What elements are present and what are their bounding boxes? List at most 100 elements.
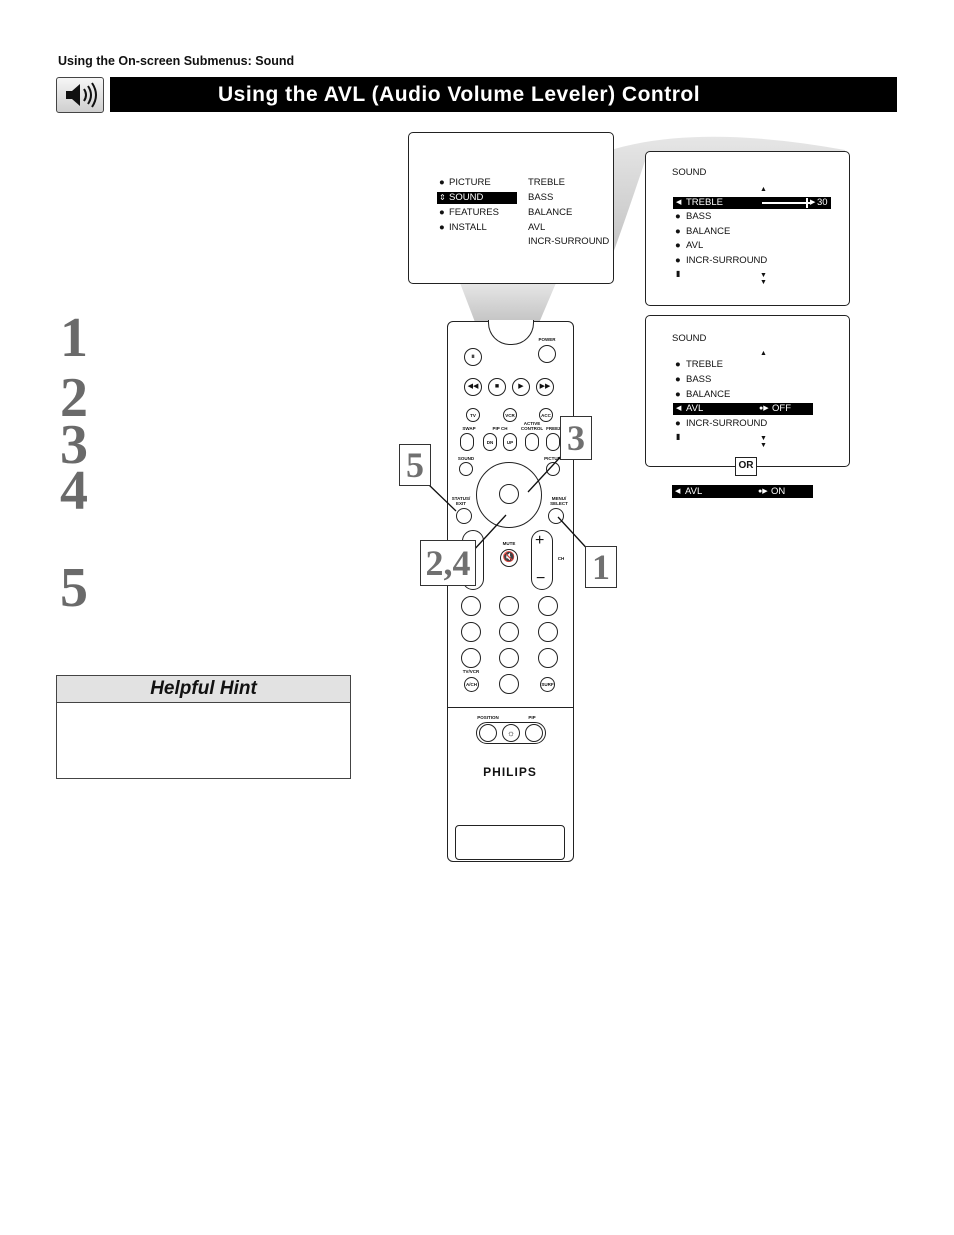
left-arrow-icon: ◀ [675,488,681,495]
digit-1-button[interactable] [461,596,481,616]
step-number-1: 1 [60,307,88,369]
scroll-indicator-icon: ▮ [676,269,681,278]
position-label: POSITION [477,715,499,720]
dn-label: DN [486,440,494,445]
right-arrow-icon: ▶ [810,199,816,206]
surf-button[interactable]: SURF [540,677,555,692]
menu-bullet: ● [439,222,445,233]
center-button[interactable] [499,484,519,504]
pip-ch-label: PIP CH [492,426,508,431]
avl-on-value: ON [771,486,786,497]
swap-button[interactable] [460,433,474,451]
swap-label: SWAP [462,426,476,431]
position-button[interactable] [479,724,497,742]
toggle-arrow-icon: ●▶ [759,405,769,412]
tv-button[interactable]: TV [466,408,480,422]
digit-6-button[interactable] [538,622,558,642]
down-arrow-icon: ▼▼ [760,272,767,286]
fast-forward-button[interactable]: ▶▶ [536,378,554,396]
sound-item-incr-surround: INCR-SURROUND [686,255,768,266]
digit-3-button[interactable] [538,596,558,616]
pip-ch-up-button[interactable]: UP [503,433,517,451]
digit-2-button[interactable] [499,596,519,616]
sound-item-balance: BALANCE [686,389,731,400]
freeze-button[interactable] [546,433,560,451]
a-ch-button[interactable]: A/CH [464,677,479,692]
callout-step-3: 3 [560,416,592,460]
tv-vcr-label: TV/VCR [462,669,480,674]
tv-label: TV [470,413,476,418]
pause-button[interactable]: ⏸ [464,348,482,366]
active-control-button[interactable] [525,433,539,451]
helpful-hint-box: Helpful Hint [56,675,351,779]
sound-item-bass: BASS [686,211,712,222]
digit-4-button[interactable] [461,622,481,642]
active-control-label: ACTIVE CONTROL [520,421,544,431]
up-arrow-icon: ▲ [760,350,767,357]
sound-button[interactable] [459,462,473,476]
helpful-hint-title: Helpful Hint [57,676,350,703]
power-button[interactable] [538,345,556,363]
pip-button[interactable] [525,724,543,742]
submenu-item-treble: TREBLE [528,177,565,188]
vcr-button[interactable]: VCR [503,408,517,422]
vcr-label: VCR [505,413,515,418]
step-number-5: 5 [60,557,88,619]
menu-item-install: INSTALL [449,222,487,233]
play-button[interactable]: ▶ [512,378,530,396]
status-exit-button[interactable] [456,508,472,524]
pip-light-button[interactable]: ☼ [502,724,520,742]
avl-on-label: AVL [685,486,703,497]
sound-item-avl: AVL [686,240,704,251]
remote-control: POWER ⏸ ◀◀ ■ ▶ ▶▶ TV VCR ACC SWAP PIP CH… [447,320,574,862]
step-number-4: 4 [60,460,88,522]
left-arrow-icon: ◀ [676,405,682,412]
mute-button[interactable]: 🔇 [500,549,518,567]
menu-bullet: ● [675,211,681,222]
treble-value: 30 [817,197,828,208]
stop-button[interactable]: ■ [488,378,506,396]
updown-arrow-icon: ⇕ [439,193,446,202]
digit-0-button[interactable] [499,674,519,694]
channel-rocker[interactable]: + − [531,530,553,590]
sound-menu-title: SOUND [672,167,707,178]
callout-step-2-4: 2,4 [420,540,476,586]
avl-highlight-bar [673,403,813,415]
pip-ch-down-button[interactable]: DN [483,433,497,451]
rewind-button[interactable]: ◀◀ [464,378,482,396]
menu-bullet: ● [439,207,445,218]
sound-item-balance: BALANCE [686,226,731,237]
digit-9-button[interactable] [538,648,558,668]
surf-label: SURF [541,682,554,687]
navigation-ring[interactable] [476,462,542,528]
treble-slider-thumb [806,198,808,208]
step-number-3: 3 [60,414,88,476]
menu-item-sound-highlighted: SOUND [437,192,517,204]
sound-item-treble: TREBLE [686,359,723,370]
up-label: UP [506,440,514,445]
sound-item-bass: BASS [686,374,712,385]
acc-button[interactable]: ACC [539,408,553,422]
digit-7-button[interactable] [461,648,481,668]
menu-bullet: ● [675,240,681,251]
submenu-item-balance: BALANCE [528,207,573,218]
picture-label: PICTURE [544,456,564,461]
left-arrow-icon: ◀ [676,199,682,206]
menu-bullet: ● [675,226,681,237]
treble-label: TREBLE [686,197,723,208]
or-label: OR [735,457,757,476]
menu-bullet: ● [675,255,681,266]
step-number-2: 2 [60,367,88,429]
callout-step-5: 5 [399,444,431,486]
submenu-item-avl: AVL [528,222,546,233]
avl-on-bar: ◀ AVL ●▶ ON [672,485,813,498]
digit-8-button[interactable] [499,648,519,668]
picture-button[interactable] [546,462,560,476]
digit-5-button[interactable] [499,622,519,642]
section-label: Using the On-screen Submenus: Sound [58,54,295,68]
sound-menu-screen-treble: SOUND ▲ ◀ TREBLE ▶ 30 ● BASS ● BALANCE ●… [645,151,850,306]
main-menu-screen: ● PICTURE SOUND ⇕ ● FEATURES ● INSTALL T… [408,132,614,284]
menu-bullet: ● [675,389,681,400]
submenu-item-bass: BASS [528,192,554,203]
